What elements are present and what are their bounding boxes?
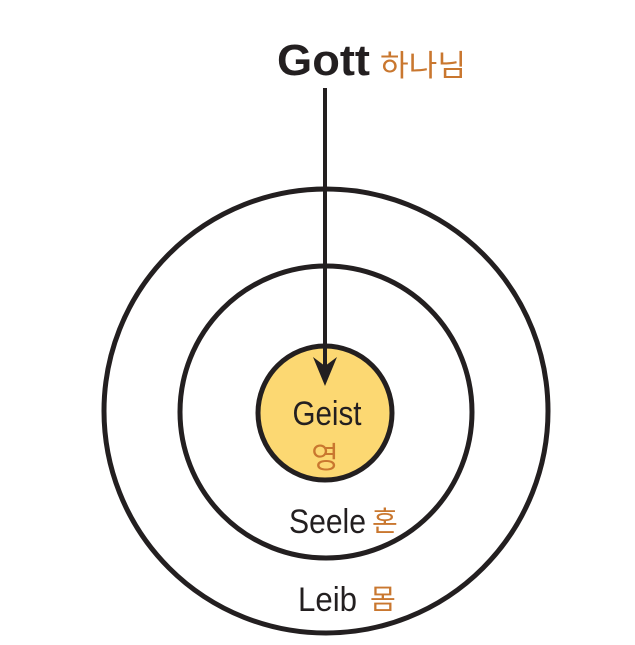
soul-label: Seele <box>289 503 366 541</box>
spirit-label-korean: 영 <box>311 441 339 476</box>
spirit-label: Geist <box>293 395 362 433</box>
god-label: Gott <box>277 36 370 85</box>
body-label-korean: 몸 <box>370 583 396 616</box>
soul-label-korean: 혼 <box>372 505 398 538</box>
arrow-god-to-spirit <box>313 88 337 386</box>
body-label: Leib <box>298 581 357 619</box>
arrow-head-icon <box>313 357 337 386</box>
god-label-korean: 하나님 <box>380 49 466 84</box>
